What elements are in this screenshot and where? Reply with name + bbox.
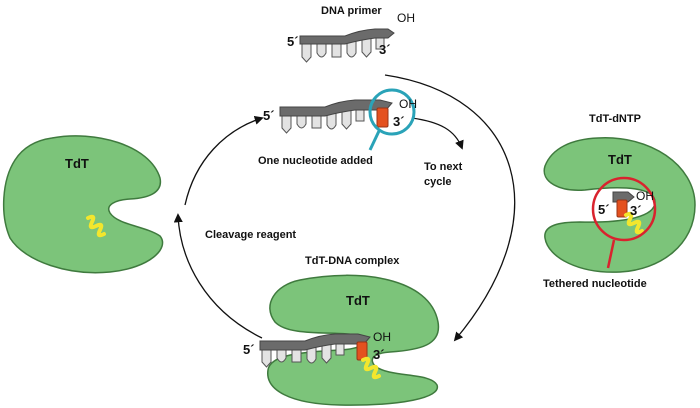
primer-oh-label: OH <box>397 11 415 25</box>
complex-tether-icon <box>361 356 381 380</box>
one-nucleotide-added-label: One nucleotide added <box>258 155 373 167</box>
dna-primer-title: DNA primer <box>321 5 382 17</box>
added-three-prime-label: 3´ <box>393 114 405 129</box>
free-tdt-tether-icon <box>86 214 106 238</box>
nucleotide-added-strand: 5´ OH 3´ One nucleotide added <box>258 88 417 167</box>
tethered-nucleotide-shape <box>616 199 628 218</box>
primer-five-prime-label: 5´ <box>287 34 299 49</box>
tethered-highlight-circle <box>591 176 657 242</box>
complex-bases <box>261 341 345 368</box>
tethered-oh-label: OH <box>636 189 654 203</box>
cycle-arrows <box>173 74 516 342</box>
tdt-dntp-enzyme-label: TdT <box>608 152 632 167</box>
tdt-dna-complex: TdT-DNA complex TdT 5´ OH 3´ <box>243 255 440 406</box>
arrow-complex-to-cleavage-icon <box>173 213 263 339</box>
to-next-cycle-label-line1: To next <box>424 161 463 173</box>
added-nucleotide <box>376 107 389 128</box>
arrow-cleavage-to-added-icon <box>184 115 264 206</box>
cleavage-reagent-label: Cleavage reagent <box>205 229 296 241</box>
tethered-callout-line <box>606 239 616 269</box>
to-next-cycle-label-line2: cycle <box>424 176 452 188</box>
added-five-prime-label: 5´ <box>263 108 275 123</box>
added-bases <box>281 107 365 134</box>
complex-backbone <box>259 333 371 351</box>
tdt-dntp-group: TdT-dNTP TdT OH 5´ 3´ Tethered nucleotid… <box>543 113 696 290</box>
complex-tdt-label: TdT <box>346 293 370 308</box>
primer-three-prime-label: 3´ <box>379 42 391 57</box>
free-tdt-shape <box>2 135 164 274</box>
tdt-dntp-shape <box>543 137 696 273</box>
arrow-primer-to-complex-icon <box>384 74 516 342</box>
tethered-five-prime-label: 5´ <box>598 202 610 217</box>
added-callout-line <box>368 130 381 151</box>
complex-oh-label: OH <box>373 330 391 344</box>
arrow-to-next-cycle-icon <box>411 117 464 150</box>
complex-five-prime-label: 5´ <box>243 342 255 357</box>
dna-primer: DNA primer 5´ OH 3´ <box>287 5 415 63</box>
added-oh-label: OH <box>399 97 417 111</box>
complex-three-prime-label: 3´ <box>373 347 385 362</box>
tethered-backbone <box>612 191 635 203</box>
free-tdt-enzyme: TdT <box>2 135 164 274</box>
added-highlight-circle <box>368 88 416 136</box>
free-tdt-label: TdT <box>65 156 89 171</box>
tdt-dntp-title: TdT-dNTP <box>589 113 641 125</box>
tethered-three-prime-label: 3´ <box>630 203 642 218</box>
tdt-dna-complex-title: TdT-DNA complex <box>305 255 400 267</box>
added-backbone <box>279 99 393 117</box>
primer-backbone <box>299 28 395 45</box>
tethered-nucleotide-label: Tethered nucleotide <box>543 278 647 290</box>
tethered-linker-icon <box>624 211 644 235</box>
